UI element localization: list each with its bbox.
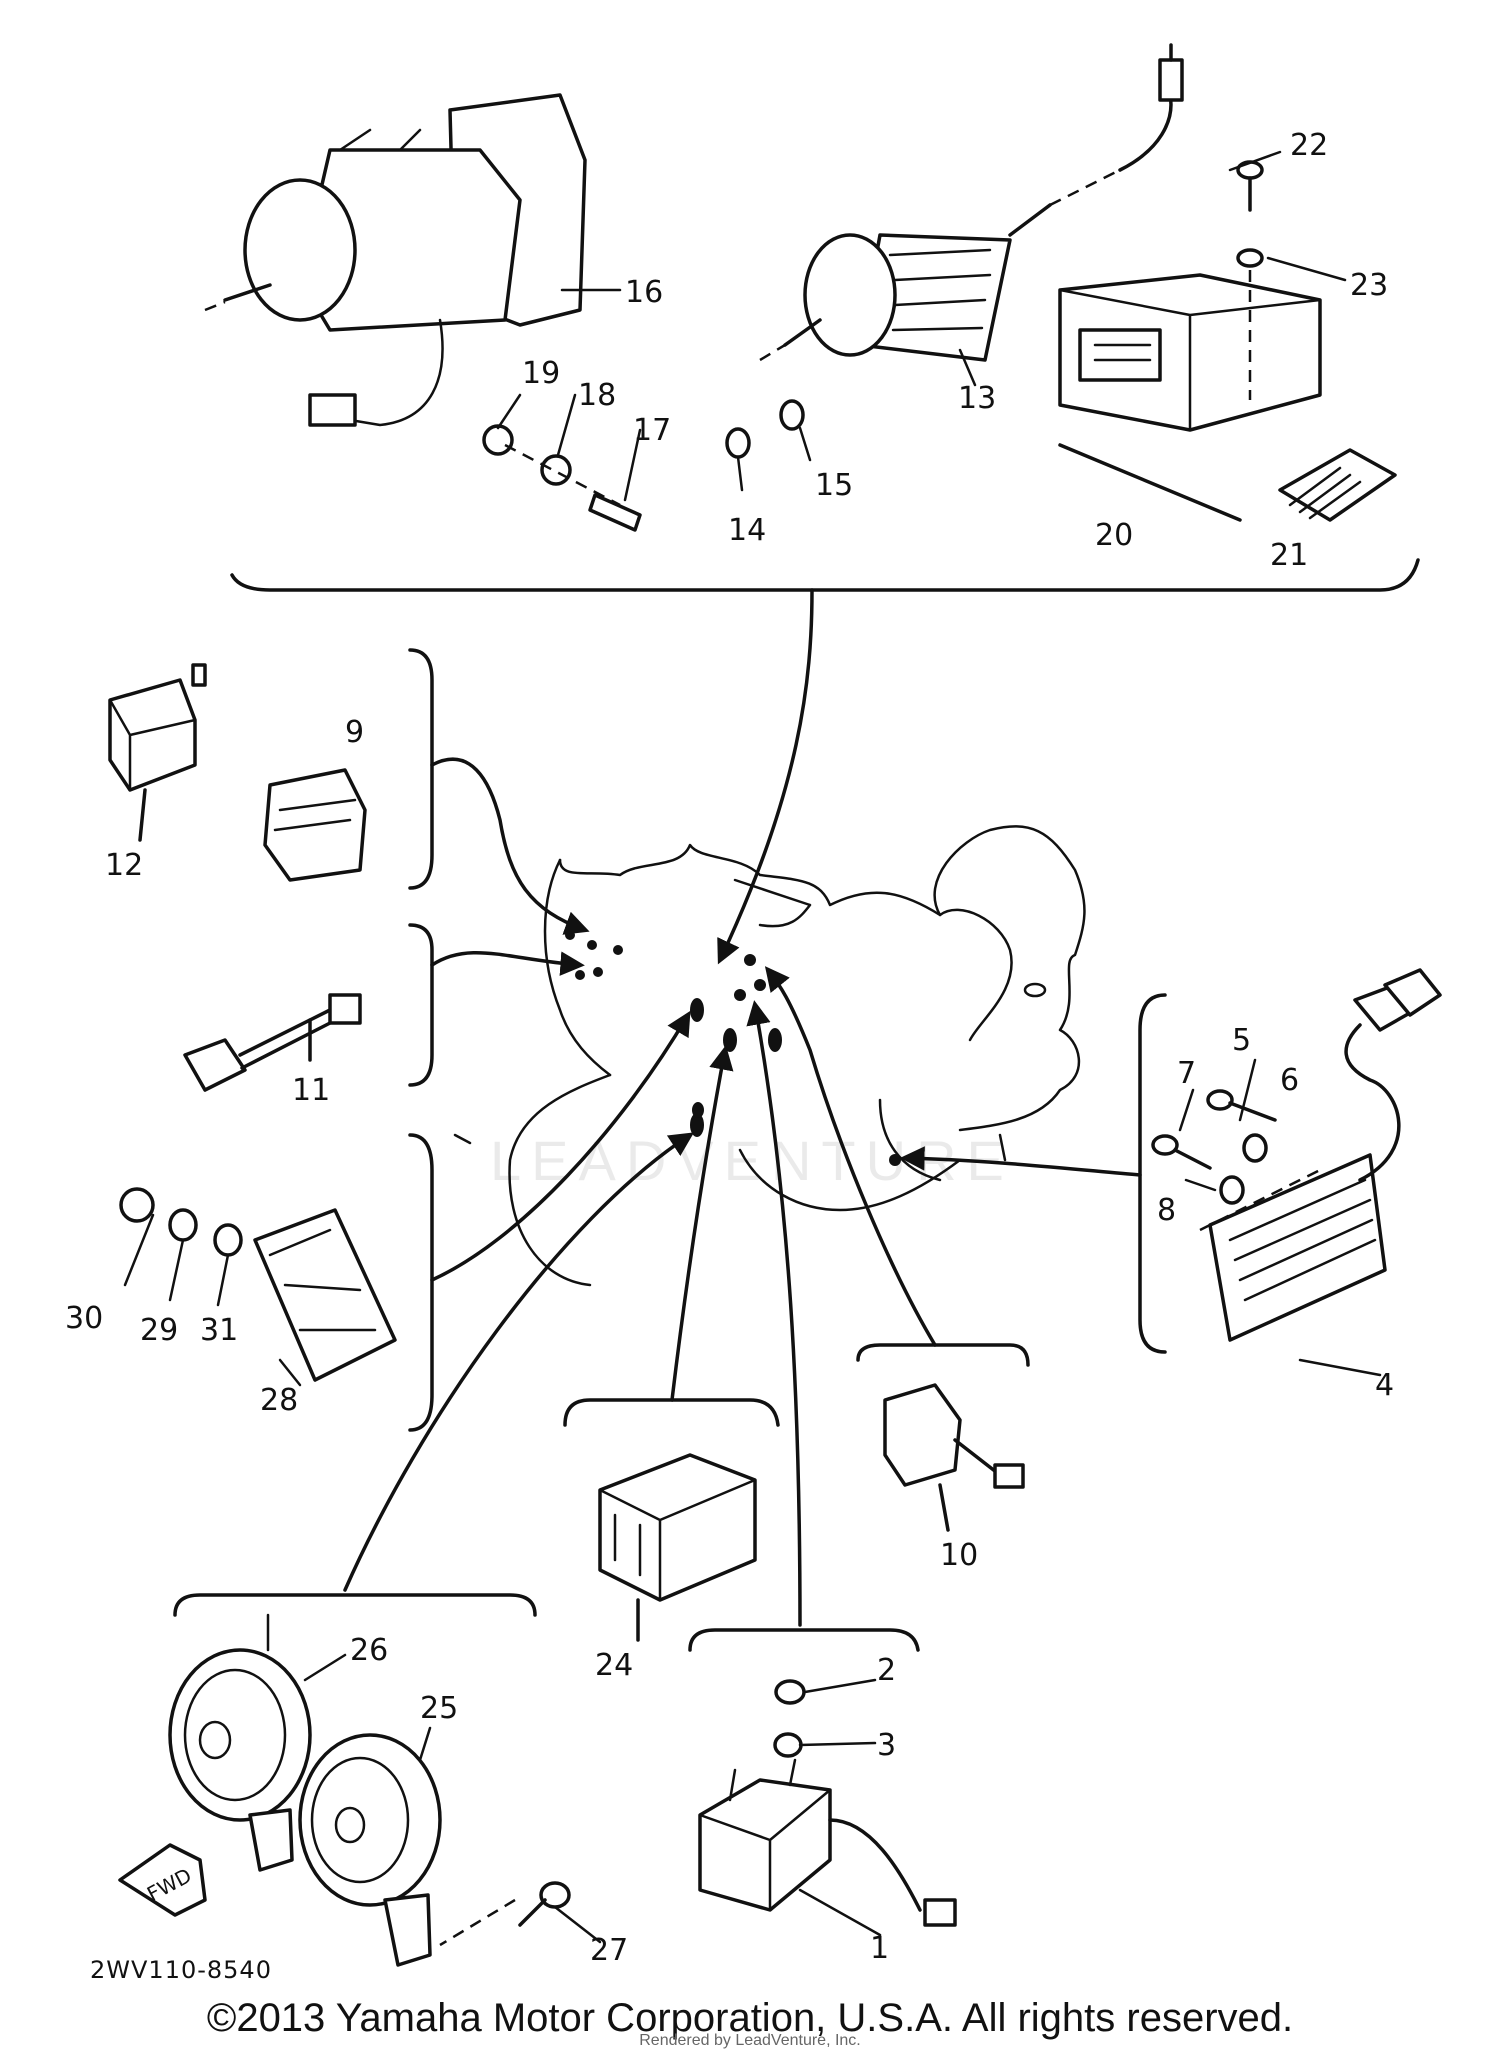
callout-16: 16: [625, 275, 663, 310]
callout-11: 11: [292, 1073, 330, 1108]
fwd-arrow: FWD: [118, 1843, 207, 1917]
lamp-28: [253, 1208, 397, 1382]
bolt-22: [1236, 160, 1264, 212]
callout-1: 1: [870, 1931, 889, 1966]
attachment-points: [565, 930, 901, 1166]
frame-outline: [508, 825, 1086, 1287]
unit-24: [598, 1453, 757, 1642]
bolts-5-6-7-8: [1151, 1089, 1277, 1205]
callout-31: 31: [200, 1313, 238, 1348]
horn-26: [168, 1648, 312, 1872]
nuts-29-30-31: [119, 1187, 243, 1257]
bracket-left-middle: [408, 923, 434, 1087]
callout-9: 9: [345, 715, 364, 750]
callout-5: 5: [1232, 1023, 1251, 1058]
drawing-code: 2WV110-8540: [90, 1956, 272, 1984]
callout-2: 2: [877, 1653, 896, 1688]
bracket-24: [563, 1398, 780, 1427]
nut-3: [773, 1732, 803, 1758]
callout-18: 18: [578, 378, 616, 413]
horn-25: [298, 1733, 442, 1967]
callout-21: 21: [1270, 538, 1308, 573]
callout-7: 7: [1177, 1056, 1196, 1091]
small-parts-14-15-17-18-19: [482, 399, 805, 532]
callout-23: 23: [1350, 268, 1388, 303]
relay-10: [883, 1383, 1025, 1532]
copyright-notice: ©2013 Yamaha Motor Corporation, U.S.A. A…: [206, 1996, 1294, 2040]
callout-29: 29: [140, 1313, 178, 1348]
top-group-bracket: [230, 558, 1420, 592]
callout-13: 13: [958, 381, 996, 416]
callout-14: 14: [728, 513, 766, 548]
callout-12: 12: [105, 848, 143, 883]
callout-15: 15: [815, 468, 853, 503]
callout-30: 30: [65, 1301, 103, 1336]
bracket-left-upper: [408, 648, 434, 890]
callout-24: 24: [595, 1648, 633, 1683]
callout-leaders: [123, 150, 1382, 1944]
cable-pulley-13: [759, 43, 1184, 362]
bracket-horns: [173, 1593, 537, 1617]
callout-6: 6: [1280, 1063, 1299, 1098]
module-21: [1278, 448, 1397, 522]
servo-motor-16: [204, 93, 587, 427]
callout-10: 10: [940, 1538, 978, 1573]
callout-20: 20: [1095, 518, 1133, 553]
bracket-10: [856, 1343, 1030, 1367]
starter-relay-1: [698, 1758, 957, 1927]
bracket-left-lower: [408, 1133, 434, 1432]
callout-27: 27: [590, 1933, 628, 1968]
washer-23: [1236, 248, 1264, 400]
bolt-27: [439, 1881, 571, 1947]
callout-17: 17: [633, 413, 671, 448]
callout-8: 8: [1157, 1193, 1176, 1228]
relay-12: [108, 663, 207, 842]
bracket-right: [1138, 993, 1167, 1354]
callout-25: 25: [420, 1691, 458, 1726]
sensor-11: [183, 993, 362, 1092]
callout-numbers: 1 2 3 4 5 6 7 8 9 10 11 12 13 14 15 16 1…: [65, 128, 1394, 1968]
relay-9: [263, 768, 367, 882]
control-unit-20: [1058, 273, 1322, 522]
callout-19: 19: [522, 356, 560, 391]
bracket-starter-relay: [688, 1628, 920, 1652]
rendered-by-notice: Rendered by LeadVenture, Inc.: [639, 2032, 861, 2049]
callout-26: 26: [350, 1633, 388, 1668]
callout-3: 3: [877, 1728, 896, 1763]
leader-arrows: [343, 588, 1142, 1627]
callout-28: 28: [260, 1383, 298, 1418]
callout-4: 4: [1375, 1368, 1394, 1403]
callout-22: 22: [1290, 128, 1328, 163]
nut-2: [774, 1679, 806, 1705]
regulator-4: [1199, 968, 1442, 1342]
